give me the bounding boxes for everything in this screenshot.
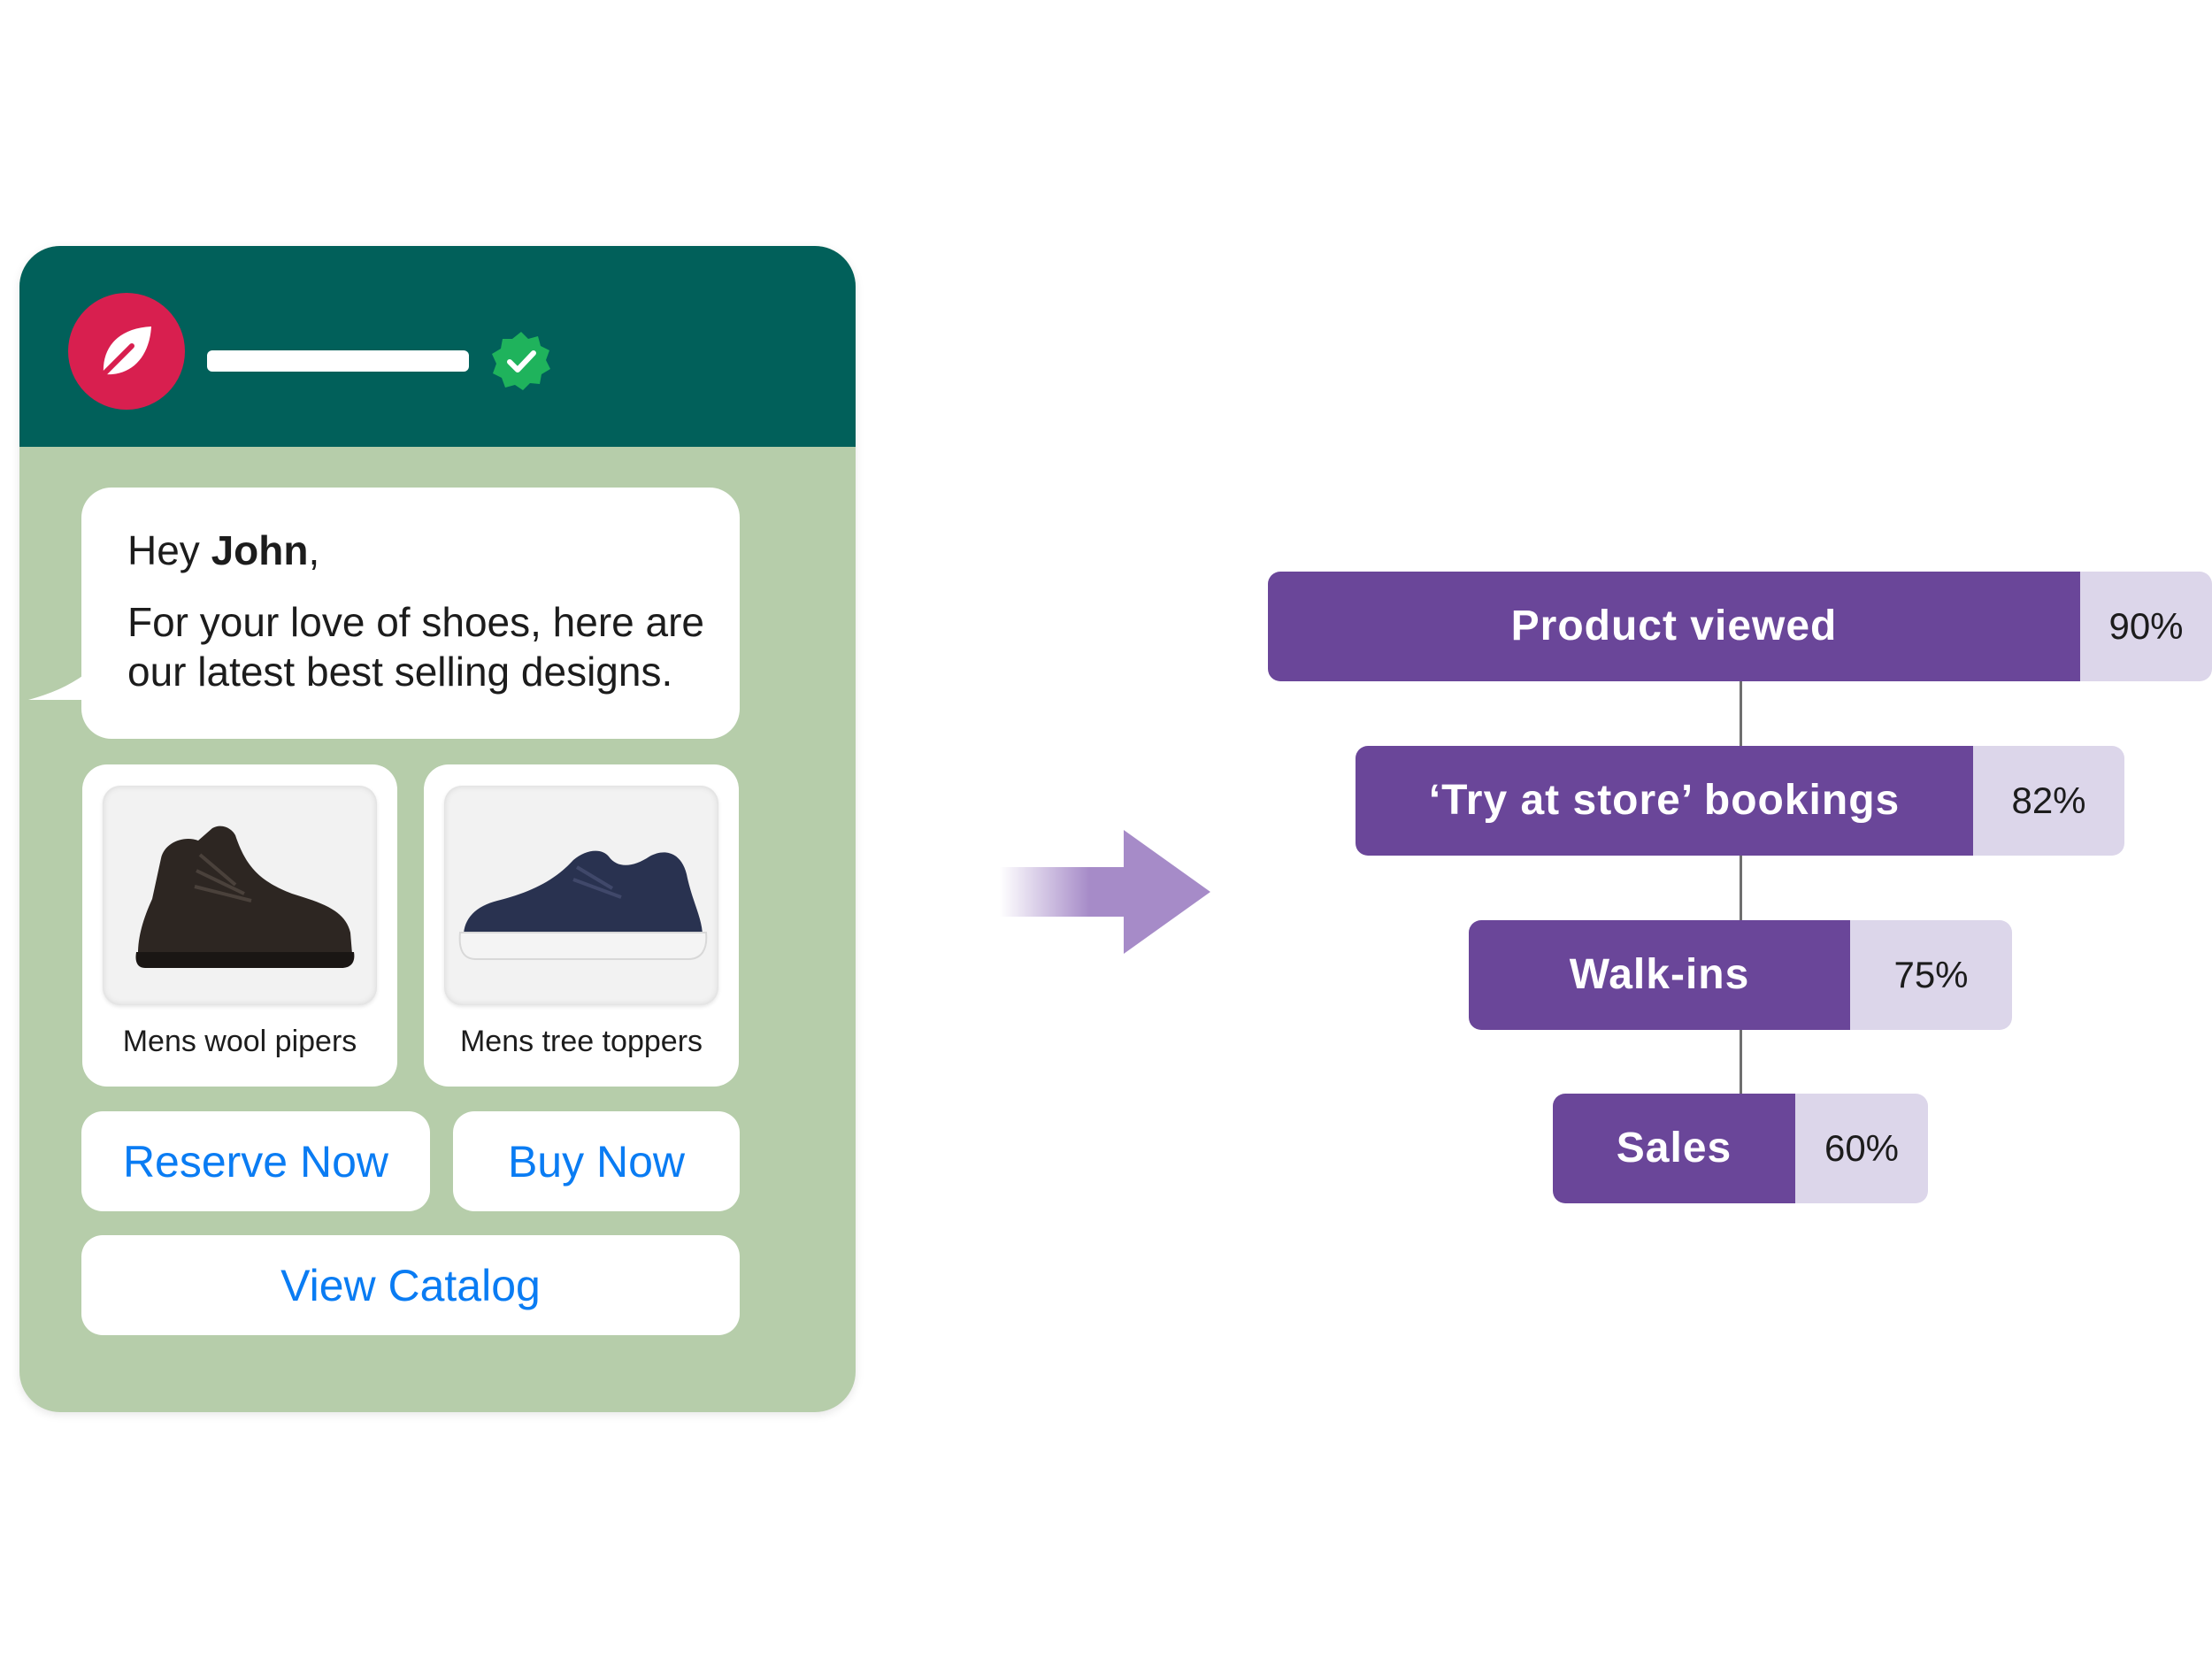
brand-logo	[68, 293, 185, 410]
customer-name: John	[211, 527, 309, 573]
funnel-stage-walk-ins: Walk-ins 75%	[1469, 920, 2012, 1030]
buy-now-button[interactable]: Buy Now	[453, 1111, 740, 1211]
product-label: Mens wool pipers	[122, 1025, 357, 1058]
funnel-stage-sales: Sales 60%	[1553, 1094, 1928, 1203]
funnel-connector	[1740, 856, 1742, 920]
funnel-stage-label: Walk-ins	[1469, 920, 1850, 1030]
navy-sneaker-image	[458, 850, 708, 960]
funnel-stage-label: ‘Try at store’ bookings	[1356, 746, 1973, 856]
funnel-stage-label: Sales	[1553, 1094, 1795, 1203]
greeting-text: Hey John,	[127, 527, 320, 573]
funnel-stage-product-viewed: Product viewed 90%	[1268, 572, 2212, 681]
message-bubble: Hey John, For your love of shoes, here a…	[81, 488, 740, 739]
funnel-connector	[1740, 1030, 1742, 1094]
funnel-stage-value: 75%	[1850, 920, 2012, 1030]
bubble-tail	[28, 666, 95, 700]
leaf-icon	[101, 326, 151, 377]
business-name-placeholder	[207, 350, 469, 372]
funnel-connector	[1740, 681, 1742, 746]
funnel-stage-label: Product viewed	[1268, 572, 2080, 681]
funnel-stage-try-at-store: ‘Try at store’ bookings 82%	[1356, 746, 2124, 856]
funnel-stage-value: 90%	[2080, 572, 2212, 681]
funnel-stage-value: 60%	[1795, 1094, 1928, 1203]
dark-wool-boot-image	[135, 826, 355, 968]
arrow-right-icon	[1000, 830, 1210, 954]
message-text: For your love of shoes, here are our lat…	[127, 599, 704, 695]
view-catalog-button[interactable]: View Catalog	[81, 1235, 740, 1335]
product-card[interactable]: Mens tree toppers	[424, 764, 739, 1087]
product-label: Mens tree toppers	[459, 1025, 703, 1058]
verified-badge-icon	[492, 332, 550, 390]
product-image	[444, 786, 718, 1005]
reserve-now-button[interactable]: Reserve Now	[81, 1111, 430, 1211]
chat-header	[19, 246, 856, 447]
chat-card: Hey John, For your love of shoes, here a…	[19, 246, 856, 1412]
funnel-stage-value: 82%	[1973, 746, 2124, 856]
product-card[interactable]: Mens wool pipers	[82, 764, 397, 1087]
product-image	[103, 786, 377, 1005]
